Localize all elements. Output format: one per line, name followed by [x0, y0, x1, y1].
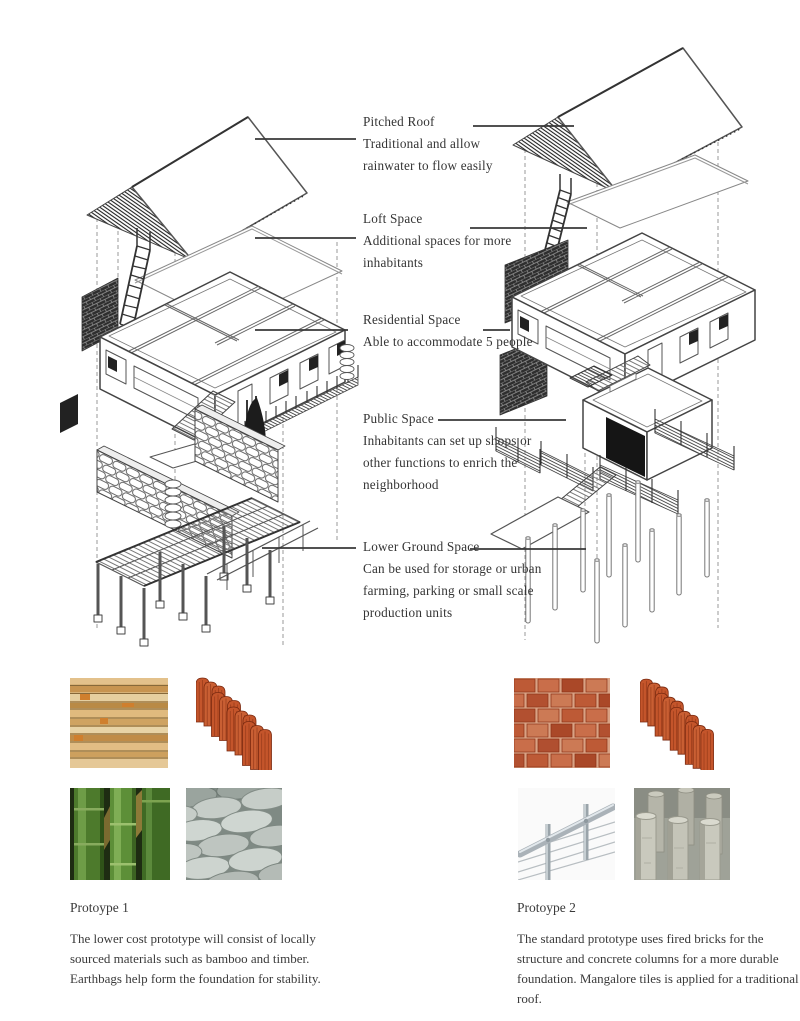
prototype1-description: The lower cost prototype will consist of…: [70, 931, 321, 986]
prototype2-exploded-axonometric: [490, 47, 756, 645]
annotation-description: Additional spaces for more inhabitants: [363, 233, 512, 270]
pitched-roof-drawing: [86, 116, 308, 261]
prototype1-section: Protoype 1 The lower cost prototype will…: [70, 898, 346, 989]
lower-ground-deck-drawing: [93, 497, 319, 647]
side-fence: [206, 520, 319, 590]
mangalore-roof-tiles-swatch: [640, 676, 716, 770]
loft-plane-drawing: [566, 154, 749, 229]
annotation-description: Able to accommodate 5 people: [363, 334, 533, 349]
concrete-columns-swatch: [634, 788, 730, 880]
mangalore-roof-tiles-swatch: [196, 676, 274, 770]
steel-railing-swatch: [518, 788, 615, 880]
pitched-roof-drawing: [512, 47, 743, 194]
prototype2-section: Protoype 2 The standard prototype uses f…: [517, 898, 800, 1009]
ladder-drawing: [119, 228, 151, 329]
earthbags-swatch: [186, 788, 282, 880]
exploded-axonometric-drawings: [60, 47, 756, 647]
annotation-public-space: Public Space Inhabitants can set up shop…: [363, 408, 555, 496]
bamboo-timber-planks-swatch: [70, 678, 168, 768]
annotation-lower-ground-space: Lower Ground Space Can be used for stora…: [363, 536, 557, 624]
annotation-pitched-roof: Pitched Roof Traditional and allow rainw…: [363, 111, 523, 177]
dark-opening: [606, 417, 645, 477]
annotation-title: Public Space: [363, 411, 434, 426]
prototype2-title: Protoype 2: [517, 900, 576, 915]
concrete-piles-drawing: [525, 480, 710, 644]
fired-bricks-swatch: [514, 678, 610, 768]
annotation-description: Can be used for storage or urban farming…: [363, 561, 542, 620]
annotation-title: Lower Ground Space: [363, 539, 480, 554]
stair-landing-drawing: [569, 365, 613, 388]
prototype1-title: Protoype 1: [70, 900, 129, 915]
annotation-title: Pitched Roof: [363, 114, 435, 129]
annotation-title: Residential Space: [363, 312, 461, 327]
annotation-title: Loft Space: [363, 211, 423, 226]
annotation-description: Inhabitants can set up shops or other fu…: [363, 433, 532, 492]
prototype1-exploded-axonometric: [60, 116, 359, 647]
bamboo-poles-swatch: [70, 788, 170, 880]
prototype2-description: The standard prototype uses fired bricks…: [517, 931, 799, 1006]
annotation-description: Traditional and allow rainwater to flow …: [363, 136, 493, 173]
ladder-drawing: [544, 174, 572, 255]
annotation-leader-lines: [255, 125, 587, 550]
dark-wall-panel: [60, 394, 78, 433]
annotation-loft-space: Loft Space Additional spaces for more in…: [363, 208, 523, 274]
annotation-residential-space: Residential Space Able to accommodate 5 …: [363, 309, 535, 353]
